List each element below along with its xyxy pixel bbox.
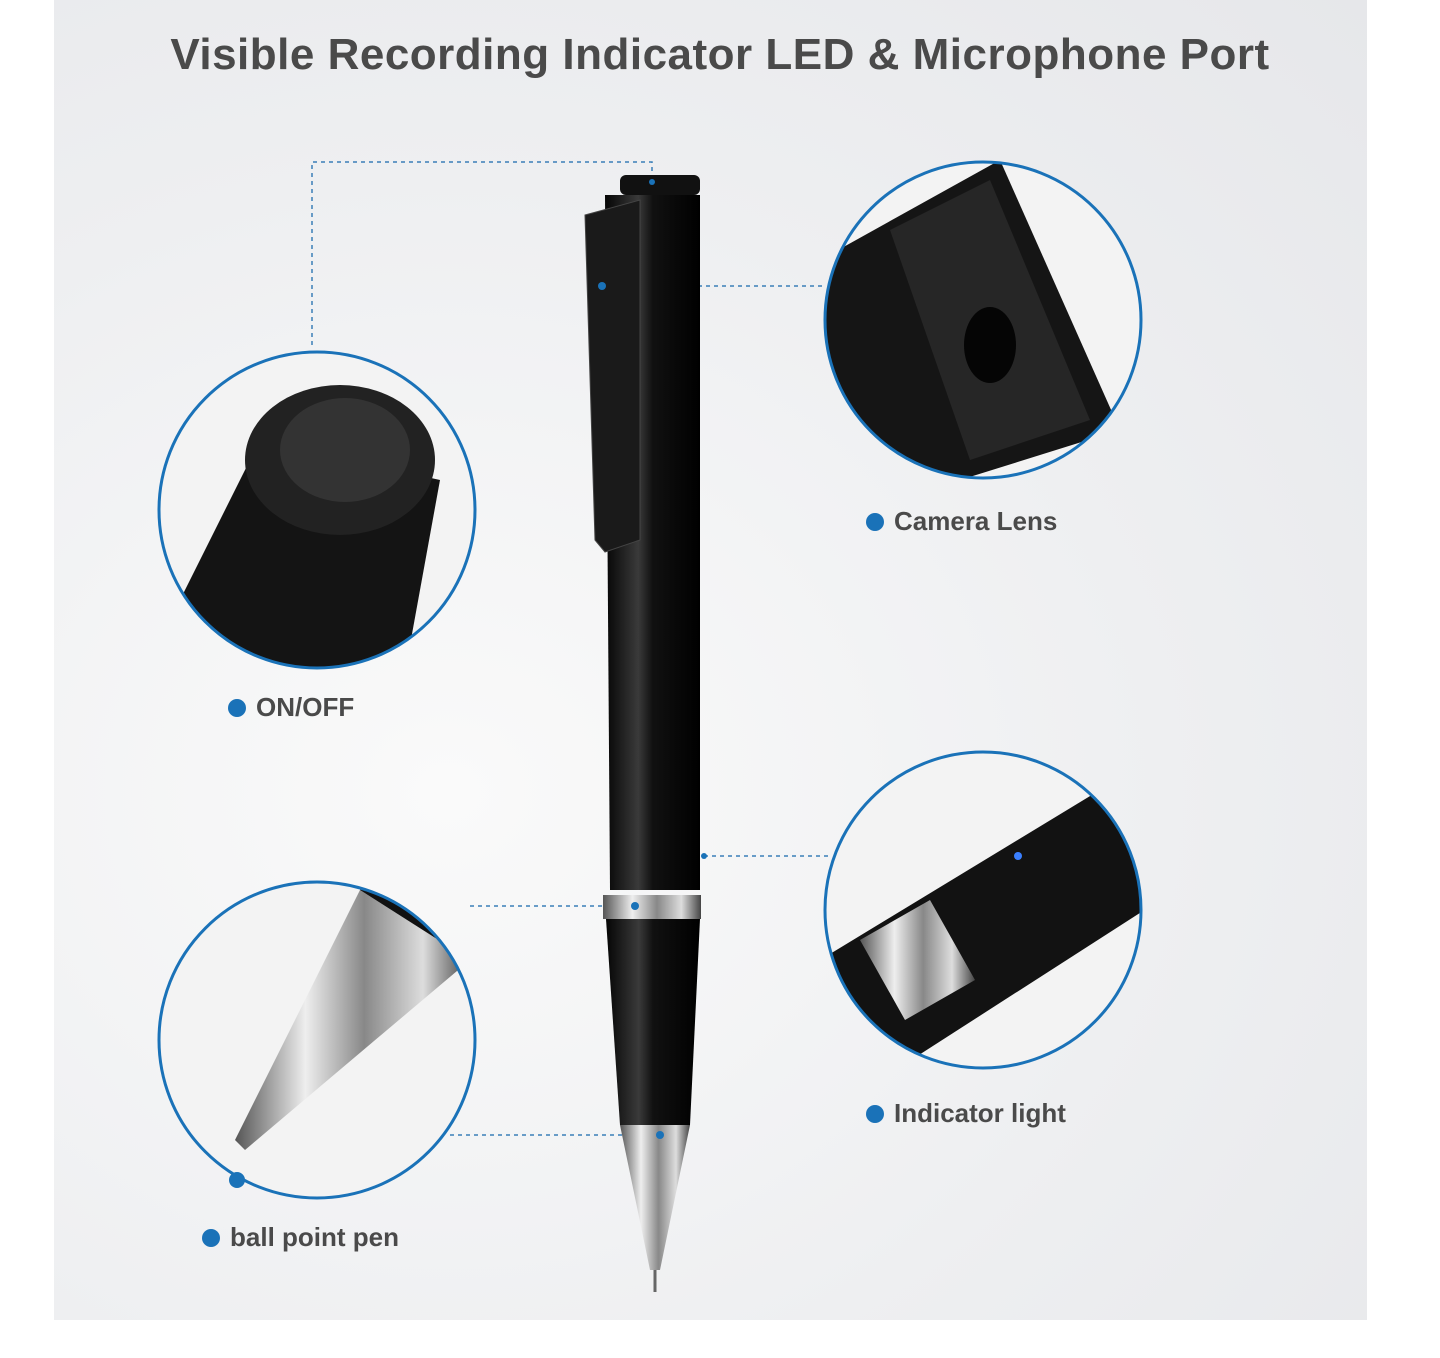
callout-on-off: ON/OFF (228, 692, 354, 723)
callout-label: Indicator light (894, 1098, 1066, 1128)
pen (584, 175, 701, 1292)
bullet-dot-icon (228, 698, 246, 717)
page-title: Visible Recording Indicator LED & Microp… (170, 30, 1270, 79)
camera-lens-closeup (825, 162, 1141, 478)
ballpoint-closeup (159, 882, 475, 1198)
callout-indicator-light: Indicator light (866, 1098, 1066, 1129)
callout-ball-point-pen: ball point pen (202, 1222, 399, 1253)
bullet-dot-icon (866, 1104, 884, 1123)
bullet-dot-icon (202, 1228, 220, 1247)
callout-label: ON/OFF (256, 692, 355, 722)
callout-label: ball point pen (230, 1222, 399, 1252)
callout-label: Camera Lens (894, 506, 1058, 536)
on-off-closeup (159, 352, 475, 668)
callout-camera-lens: Camera Lens (866, 506, 1057, 537)
bullet-dot-icon (866, 512, 884, 531)
indicator-light-closeup (825, 752, 1141, 1068)
